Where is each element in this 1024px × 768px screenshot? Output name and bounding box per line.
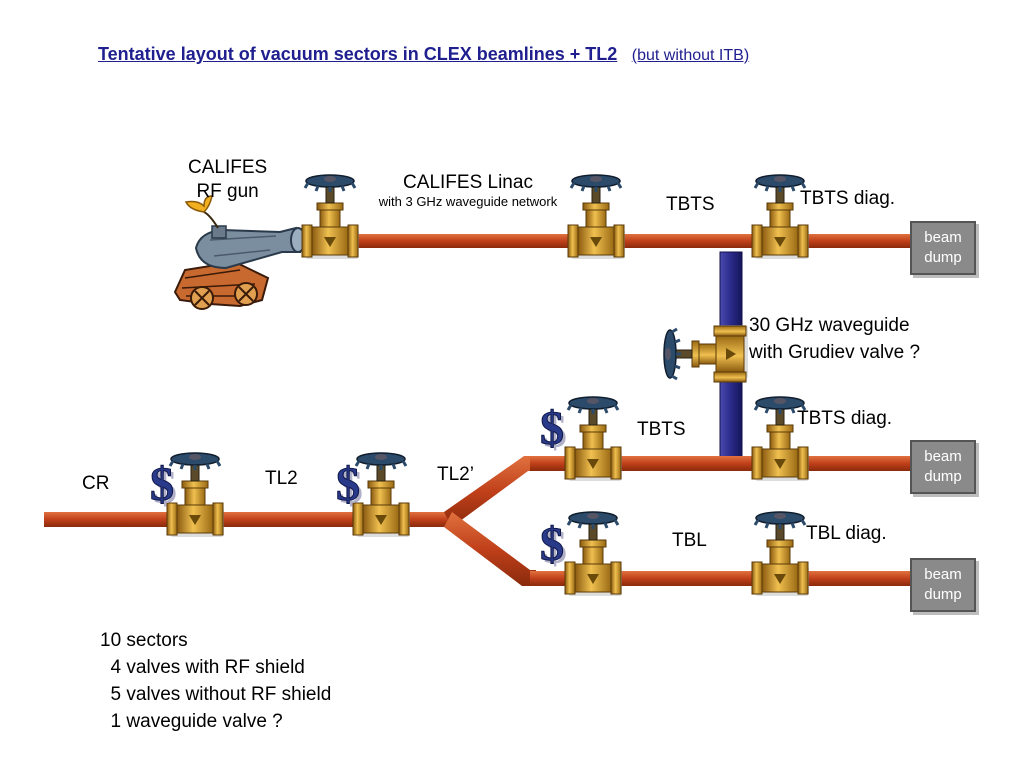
beampipe-tl2: [44, 512, 448, 527]
label-califes-linac-main: CALIFES Linac: [403, 172, 533, 193]
dollar-sign-icon: [539, 401, 568, 459]
gate-valve-icon[interactable]: [566, 173, 627, 261]
title-sub: (but without ITB): [631, 47, 750, 64]
label-waveguide: 30 GHz waveguide with Grudiev valve ?: [749, 312, 920, 366]
beampipe-tbl: [530, 571, 914, 586]
summary-list: 10 sectors 4 valves with RF shield 5 val…: [100, 627, 331, 735]
beam-dump-line2: dump: [924, 249, 962, 266]
label-waveguide-line2: with Grudiev valve ?: [749, 342, 921, 363]
gate-valve-icon[interactable]: [300, 173, 361, 261]
gate-valve-icon[interactable]: [563, 510, 624, 598]
page-title: Tentative layout of vacuum sectors in CL…: [98, 44, 749, 65]
gate-valve-icon[interactable]: [563, 395, 624, 483]
label-tl2-prime: TL2’: [437, 464, 474, 485]
beampipe-tbts: [530, 456, 914, 471]
dollar-sign-icon: [539, 517, 568, 575]
beam-dump-line1: beam: [924, 229, 962, 246]
dollar-sign-icon: [149, 457, 178, 515]
label-tl2: TL2: [265, 468, 298, 489]
label-califes-gun-line1: CALIFES: [188, 157, 268, 178]
beampipe-split-down: [444, 512, 536, 586]
waveguide-valve-icon[interactable]: [662, 323, 750, 384]
gate-valve-icon[interactable]: [750, 510, 811, 598]
beampipe-split-up: [444, 456, 536, 527]
label-califes-gun-line2: RF gun: [196, 181, 259, 202]
beam-dump: beam dump: [910, 440, 976, 494]
label-tbl-diag: TBL diag.: [806, 523, 887, 544]
beam-dump: beam dump: [910, 558, 976, 612]
title-main: Tentative layout of vacuum sectors in CL…: [98, 44, 618, 64]
beam-dump-line2: dump: [924, 586, 962, 603]
beam-dump-line1: beam: [924, 566, 962, 583]
beam-dump-line2: dump: [924, 468, 962, 485]
label-califes-linac: CALIFES Linac with 3 GHz waveguide netwo…: [368, 172, 568, 209]
label-tbts-diag-top: TBTS diag.: [800, 188, 896, 209]
label-califes-gun: CALIFES RF gun: [188, 156, 267, 204]
beam-dump: beam dump: [910, 221, 976, 275]
summary-line: 5 valves without RF shield: [100, 684, 332, 705]
summary-line: 4 valves with RF shield: [100, 657, 305, 678]
label-tbts-mid: TBTS: [637, 419, 686, 440]
summary-line: 10 sectors: [100, 630, 188, 651]
label-tbl: TBL: [672, 530, 707, 551]
dollar-sign-icon: [335, 457, 364, 515]
label-waveguide-line1: 30 GHz waveguide: [749, 315, 910, 336]
label-tbts-top: TBTS: [666, 194, 715, 215]
label-cr: CR: [82, 473, 110, 494]
cannon-icon: [173, 195, 306, 310]
label-califes-linac-sub: with 3 GHz waveguide network: [378, 194, 558, 209]
beam-dump-line1: beam: [924, 448, 962, 465]
label-tbts-diag-mid: TBTS diag.: [797, 408, 893, 429]
summary-line: 1 waveguide valve ?: [100, 711, 283, 732]
